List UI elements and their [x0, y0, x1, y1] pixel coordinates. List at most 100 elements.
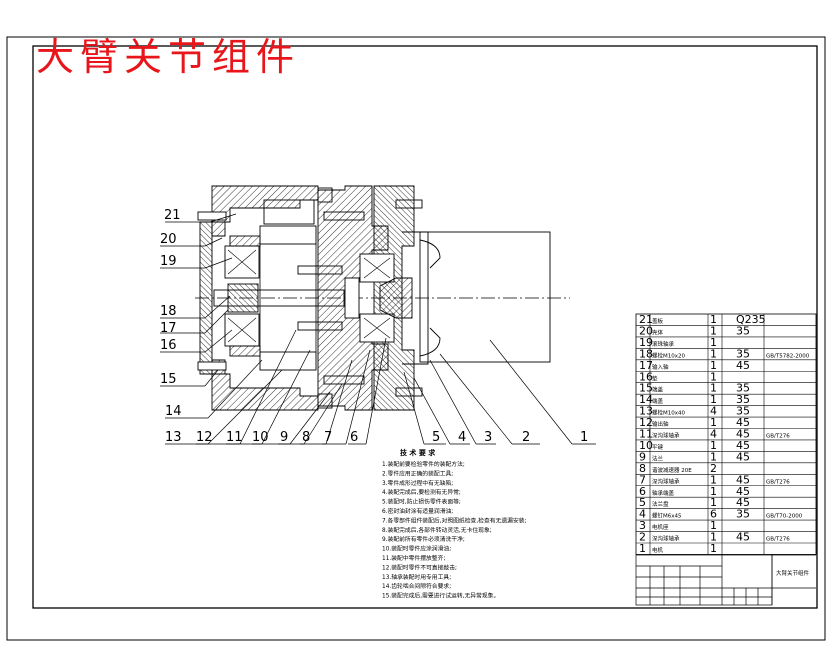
bom-cell-no: 17	[639, 359, 653, 372]
callout-8: 8	[302, 430, 310, 445]
bom-cell-no: 10	[639, 439, 653, 452]
bom-cell-no: 19	[639, 336, 653, 349]
bom-cell-mat: 35	[736, 382, 750, 395]
bom-cell-qty: 1	[710, 324, 717, 337]
callout-2: 2	[522, 430, 530, 445]
bom-cell-name: 法兰盘	[652, 500, 669, 508]
bom-cell-mat: 45	[736, 473, 750, 486]
assembly-section-view	[195, 185, 570, 411]
bom-cell-no: 20	[639, 324, 653, 337]
note-line: 12.装配时零件不可直接敲击;	[382, 563, 457, 571]
bom-cell-no: 11	[639, 428, 653, 441]
bom-cell-name: 端盖	[652, 386, 664, 394]
bom-cell-qty: 4	[710, 405, 717, 418]
bom-cell-no: 13	[639, 405, 653, 418]
note-line: 10.装配时零件应涂润滑油;	[382, 545, 451, 553]
bom-cell-qty: 1	[710, 439, 717, 452]
callout-9: 9	[280, 430, 288, 445]
bom-cell-no: 7	[639, 473, 646, 486]
callout-16: 16	[160, 338, 177, 353]
callout-7: 7	[324, 430, 332, 445]
bom-cell-note: GB/T5782-2000	[766, 353, 810, 359]
bom-cell-mat: 45	[736, 416, 750, 429]
bom-cell-name: 平键	[652, 443, 664, 451]
bom-cell-note: GB/T70-2000	[766, 514, 803, 520]
note-line: 6.密封油封涂有适量润滑油;	[382, 507, 453, 515]
bom-cell-mat: 45	[736, 450, 750, 463]
callout-12: 12	[196, 430, 213, 445]
inner-border	[32, 45, 818, 609]
note-line: 3.零件成形过程中有无缺陷;	[382, 479, 453, 487]
bom-cell-qty: 6	[710, 508, 717, 521]
bom-cell-no: 2	[639, 531, 646, 544]
callout-3: 3	[484, 430, 492, 445]
bom-cell-name: 滚珠轴承	[652, 340, 675, 348]
callout-1: 1	[580, 430, 588, 445]
bom-cell-name: 深沟球轴承	[652, 477, 680, 485]
technical-notes: 技 术 要 求 1.装配前要检验零件的装配方法;2.零件应用正确的装配工具;3.…	[382, 448, 527, 600]
bom-cell-no: 16	[639, 370, 653, 383]
notes-list: 1.装配前要检验零件的装配方法;2.零件应用正确的装配工具;3.零件成形过程中有…	[382, 460, 527, 600]
bom-cell-no: 6	[639, 485, 646, 498]
notes-heading: 技 术 要 求	[400, 448, 436, 457]
bom-cell-no: 1	[639, 542, 646, 555]
note-line: 9.装配前所有零件必须清洗干净;	[382, 535, 465, 543]
callout-4: 4	[458, 430, 466, 445]
bom-cell-qty: 2	[710, 462, 717, 475]
bom-cell-qty: 1	[710, 347, 717, 360]
bom-cell-name: 电机	[652, 546, 664, 554]
note-line: 7.各零部件组件装配后,对照图纸检查,检查有无遗漏安装;	[382, 516, 527, 524]
bom-cell-no: 21	[639, 313, 653, 326]
bom-cell-name: 轴承端盖	[652, 489, 675, 497]
callout-17: 17	[160, 321, 177, 336]
note-line: 14.齿轮啮合间隙符合要求;	[382, 582, 451, 590]
bom-cell-qty: 1	[710, 473, 717, 486]
bom-cell-name: 谐波减速器 20E	[652, 466, 692, 474]
bom-cell-qty: 1	[710, 496, 717, 509]
housing-bottom	[211, 373, 319, 411]
outer-border	[6, 36, 826, 641]
bom-cell-name: 深沟球轴承	[652, 535, 680, 543]
bom-cell-note: GB/T276	[766, 434, 790, 440]
callout-5: 5	[432, 430, 440, 445]
motor-body	[419, 231, 551, 363]
note-line: 11.装配中零件摆放整齐;	[382, 554, 445, 562]
bom-cell-qty: 1	[710, 313, 717, 326]
leader-lines	[160, 213, 596, 445]
bom-cell-no: 9	[639, 450, 646, 463]
bom-cell-mat: Q235	[736, 313, 766, 326]
callout-19: 19	[160, 254, 177, 269]
bom-cell-qty: 1	[710, 416, 717, 429]
callout-15: 15	[160, 372, 177, 387]
bom-cell-name: 输出轴	[652, 420, 669, 428]
bom-cell-no: 18	[639, 347, 653, 360]
callout-numbers: 21 20 19 18 17 16 15 14 13 12 11 10 9 8 …	[160, 208, 588, 445]
bom-cell-mat: 45	[736, 428, 750, 441]
note-line: 4.装配完成后,要检测有无异常;	[382, 488, 461, 496]
note-line: 5.装配时,防止损伤零件表面等;	[382, 498, 461, 506]
bom-cell-no: 3	[639, 519, 646, 532]
callout-11: 11	[226, 430, 243, 445]
bom-cell-qty: 4	[710, 428, 717, 441]
callout-21: 21	[164, 208, 181, 223]
bom-cell-mat: 35	[736, 508, 750, 521]
bom-cell-no: 15	[639, 382, 653, 395]
bom-cell-name: 法兰	[652, 454, 664, 462]
bom-cell-mat: 35	[736, 347, 750, 360]
